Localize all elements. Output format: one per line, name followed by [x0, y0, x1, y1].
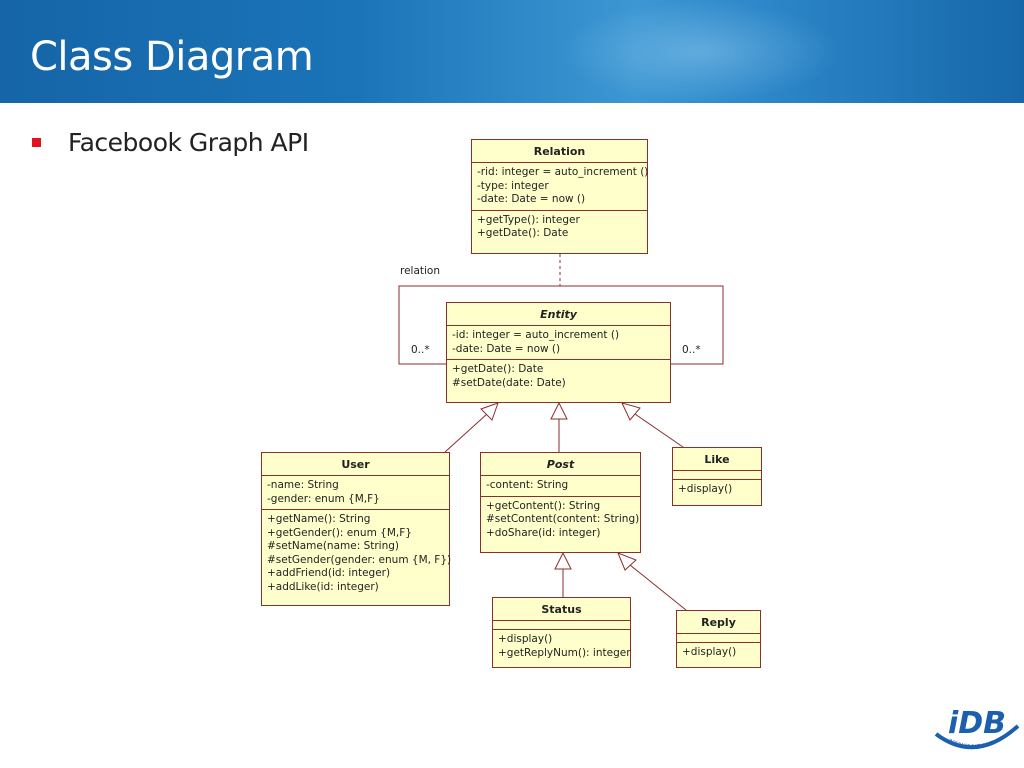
user-generalization-arrow: [480, 402, 499, 421]
operation: +getName(): String: [267, 513, 371, 525]
logo-text: iDB: [948, 706, 1006, 741]
relation-association-line: [398, 285, 724, 365]
operation: +display(): [498, 633, 553, 645]
class-like: Like +display(): [672, 447, 762, 506]
class-name: Entity: [447, 303, 670, 326]
operation: +getReplyNum(): integer: [498, 646, 631, 659]
class-name: Post: [481, 453, 640, 476]
operations-section: +getType(): integer +getDate(): Date: [472, 211, 647, 244]
operations-section: +display(): [673, 480, 761, 500]
slide-title: Class Diagram: [30, 34, 314, 80]
operation: +display(): [678, 483, 733, 495]
attributes-section: [673, 471, 761, 480]
bullet-square-icon: [32, 138, 41, 147]
class-name: Like: [673, 448, 761, 471]
post-generalization-arrow: [550, 401, 568, 420]
attribute: -rid: integer = auto_increment (): [477, 166, 649, 178]
operation: +getType(): integer: [477, 213, 580, 226]
class-entity: Entity -id: integer = auto_increment () …: [446, 302, 671, 403]
class-name: Status: [493, 598, 630, 621]
title-bar-glow: [560, 0, 840, 103]
operation: #setDate(date: Date): [452, 376, 566, 389]
idb-logo-icon: iDB INTERNET DATABASE LAB: [934, 706, 1020, 750]
operation: +display(): [682, 646, 737, 658]
status-generalization-arrow: [554, 551, 572, 570]
operation: +addFriend(id: integer): [267, 567, 391, 579]
attributes-section: [677, 634, 760, 643]
attribute: -type: integer: [477, 179, 549, 192]
bullet-text: Facebook Graph API: [68, 128, 309, 157]
class-user: User -name: String -gender: enum {M,F} +…: [261, 452, 452, 606]
class-status: Status +display() +getReplyNum(): intege…: [492, 597, 631, 668]
operation: +getDate(): Date: [477, 227, 569, 239]
title-bar: [0, 0, 1024, 103]
attributes-section: -name: String -gender: enum {M,F}: [262, 476, 449, 510]
idb-logo: iDB INTERNET DATABASE LAB: [932, 700, 1020, 758]
attribute: -id: integer = auto_increment (): [452, 329, 620, 341]
attributes-section: -id: integer = auto_increment () -date: …: [447, 326, 670, 360]
class-name: Relation: [472, 140, 647, 163]
attributes-section: -content: String: [481, 476, 640, 497]
attribute: -content: String: [486, 479, 569, 491]
multiplicity-right: 0..*: [682, 344, 701, 356]
operations-section: +display(): [677, 643, 760, 663]
relation-association-label: relation: [400, 265, 441, 277]
class-post: Post -content: String +getContent(): Str…: [480, 452, 641, 553]
user-generalization-line: [444, 413, 488, 453]
multiplicity-left: 0..*: [411, 344, 430, 356]
operation: +getContent(): String: [486, 499, 601, 512]
attributes-section: [493, 621, 630, 630]
operations-section: +display() +getReplyNum(): integer: [493, 630, 631, 663]
operation: #setContent(content: String): [486, 513, 640, 525]
operation: #setName(name: String): [267, 540, 400, 552]
attribute: -name: String: [267, 479, 339, 491]
reply-generalization-arrow: [617, 552, 637, 571]
class-name: Reply: [677, 611, 760, 634]
attribute: -gender: enum {M,F}: [267, 492, 380, 505]
operation: +addLike(id: integer): [267, 580, 379, 593]
operation: +getDate(): Date: [452, 363, 544, 375]
operations-section: +getName(): String +getGender(): enum {M…: [262, 510, 452, 597]
operation: +getGender(): enum {M,F}: [267, 526, 412, 539]
class-relation: Relation -rid: integer = auto_increment …: [471, 139, 648, 254]
operation: +doShare(id: integer): [486, 526, 601, 539]
attribute: -date: Date = now (): [452, 342, 561, 355]
operations-section: +getContent(): String #setContent(conten…: [481, 497, 640, 544]
attributes-section: -rid: integer = auto_increment () -type:…: [472, 163, 649, 211]
attribute: -date: Date = now (): [477, 193, 586, 205]
class-reply: Reply +display(): [676, 610, 761, 668]
reply-generalization-line: [629, 564, 687, 611]
operations-section: +getDate(): Date #setDate(date: Date): [447, 360, 670, 393]
like-generalization-line: [634, 413, 684, 448]
class-name: User: [262, 453, 449, 476]
operation: #setGender(gender: enum {M, F}): [267, 553, 452, 566]
like-generalization-arrow: [621, 402, 641, 421]
